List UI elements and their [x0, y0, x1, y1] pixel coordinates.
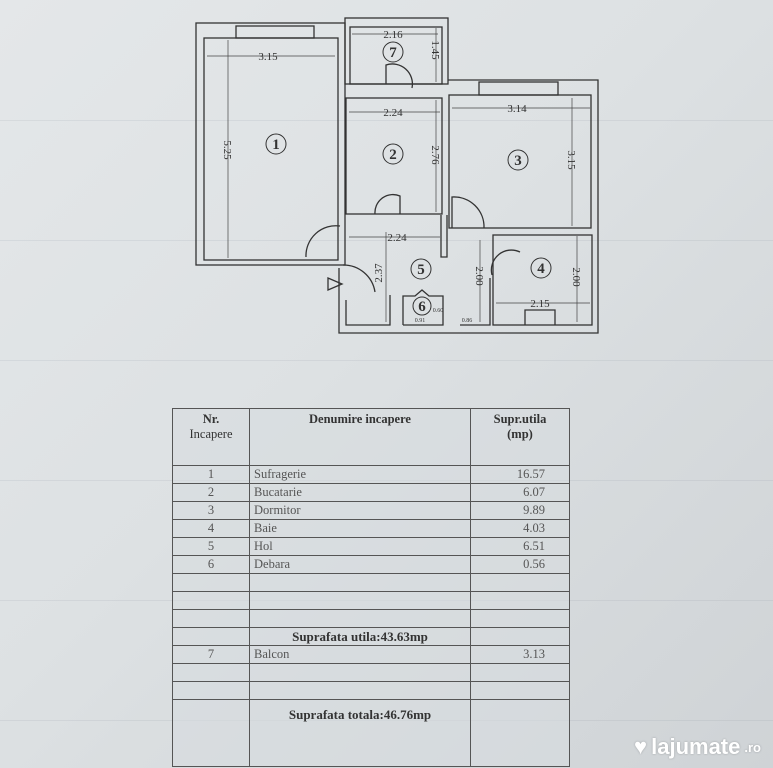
header-nr: Nr. [202, 412, 220, 426]
dim-room-1-length: 5.25 [221, 140, 233, 160]
grand-total-area: Suprafata totala:46.76mp [249, 699, 471, 767]
door-kitchen [374, 193, 401, 215]
hall-partition [440, 215, 448, 258]
door-balcony [385, 63, 414, 89]
header-area-unit: (mp) [507, 427, 533, 441]
room-6-wall [402, 289, 444, 326]
hall-outer-wall [338, 233, 599, 334]
empty-row [172, 663, 570, 682]
heart-check-icon: ♥ [634, 734, 648, 759]
dim-room-5-length: 2.37 [373, 263, 385, 283]
room-4-wall [492, 234, 593, 326]
hall-wall-right [460, 278, 491, 326]
dim-room-2-width: 2.24 [383, 107, 403, 119]
dim-room-3-width: 3.14 [507, 103, 527, 115]
table-header: Nr.Incapere Denumire incapere Supr.utila… [172, 408, 570, 466]
row-area: 6.07 [470, 483, 570, 502]
room-7-label: 7 [389, 45, 397, 61]
header-name: Denumire incapere [249, 408, 471, 466]
row-area: 6.51 [470, 537, 570, 556]
watermark-brand: lajumate [651, 734, 741, 759]
dim-room-2-length: 2.76 [429, 145, 441, 165]
bath-fixture [524, 309, 556, 325]
floor-plan: 3.15 5.25 2.16 1.45 2.24 2.76 3.14 3.15 … [195, 17, 599, 334]
room-3-label: 3 [514, 153, 522, 169]
dim-room-3-length: 3.15 [565, 150, 577, 170]
row-nr: 1 [172, 465, 250, 484]
row-name: Baie [249, 519, 471, 538]
room-7-inner [349, 26, 443, 85]
header-area: Supr.utila [493, 412, 547, 426]
row-area: 9.89 [470, 501, 570, 520]
dim-room-4-width: 2.15 [530, 298, 550, 310]
watermark-logo: ♥ lajumate.ro [634, 734, 761, 760]
room-1-window [235, 25, 315, 39]
door-entrance [342, 264, 376, 293]
door-living [305, 225, 341, 258]
row-nr: 6 [172, 555, 250, 574]
dim-room-5-depth: 2.00 [473, 266, 485, 286]
row-nr: 2 [172, 483, 250, 502]
row-name: Dormitor [249, 501, 471, 520]
row-area: 3.13 [470, 645, 570, 664]
row-area: 16.57 [470, 465, 570, 484]
row-name: Bucatarie [249, 483, 471, 502]
room-4-label: 4 [537, 261, 545, 277]
row-area: 0.56 [470, 555, 570, 574]
row-name: Debara [249, 555, 471, 574]
row-nr: 7 [172, 645, 250, 664]
room-2-label: 2 [389, 147, 397, 163]
room-area-table: Nr.Incapere Denumire incapere Supr.utila… [172, 408, 570, 767]
room-1-outer-wall [195, 22, 346, 266]
dim-room-7-width: 2.16 [383, 29, 403, 41]
dim-room-7-length: 1.45 [429, 40, 441, 60]
useful-area-row: Suprafata utila:43.63mp [172, 627, 570, 646]
entrance-marker-icon [327, 277, 344, 291]
dim-room-4-length: 2.00 [570, 267, 582, 287]
row-name: Hol [249, 537, 471, 556]
door-bath [490, 249, 521, 276]
dim-room-5-width: 2.24 [387, 232, 407, 244]
room-2-wall [345, 97, 443, 215]
empty-row [172, 609, 570, 628]
row-nr: 3 [172, 501, 250, 520]
dim-room-6-width: 0.91 [415, 318, 426, 324]
dim-hall-gap: 0.86 [462, 318, 473, 324]
room-1-label: 1 [272, 137, 280, 153]
empty-row [172, 591, 570, 610]
row-name: Sufragerie [249, 465, 471, 484]
empty-row [172, 573, 570, 592]
row-nr: 4 [172, 519, 250, 538]
header-nr-sub: Incapere [189, 427, 233, 441]
total-area-row: Suprafata totala:46.76mp [172, 699, 570, 767]
empty-row [172, 681, 570, 700]
watermark-tld: .ro [744, 739, 761, 755]
dim-room-6-depth: 0.60 [433, 308, 444, 314]
useful-area-total: Suprafata utila:43.63mp [249, 627, 471, 646]
row-area: 4.03 [470, 519, 570, 538]
hall-wall [345, 295, 391, 326]
room-3-window [478, 81, 559, 96]
room-3-outer [448, 79, 599, 233]
row-nr: 5 [172, 537, 250, 556]
dim-room-1-width: 3.15 [258, 51, 278, 63]
door-bedroom [451, 196, 485, 229]
row-name: Balcon [249, 645, 471, 664]
room-5-label: 5 [417, 262, 425, 278]
room-6-label: 6 [418, 299, 426, 315]
